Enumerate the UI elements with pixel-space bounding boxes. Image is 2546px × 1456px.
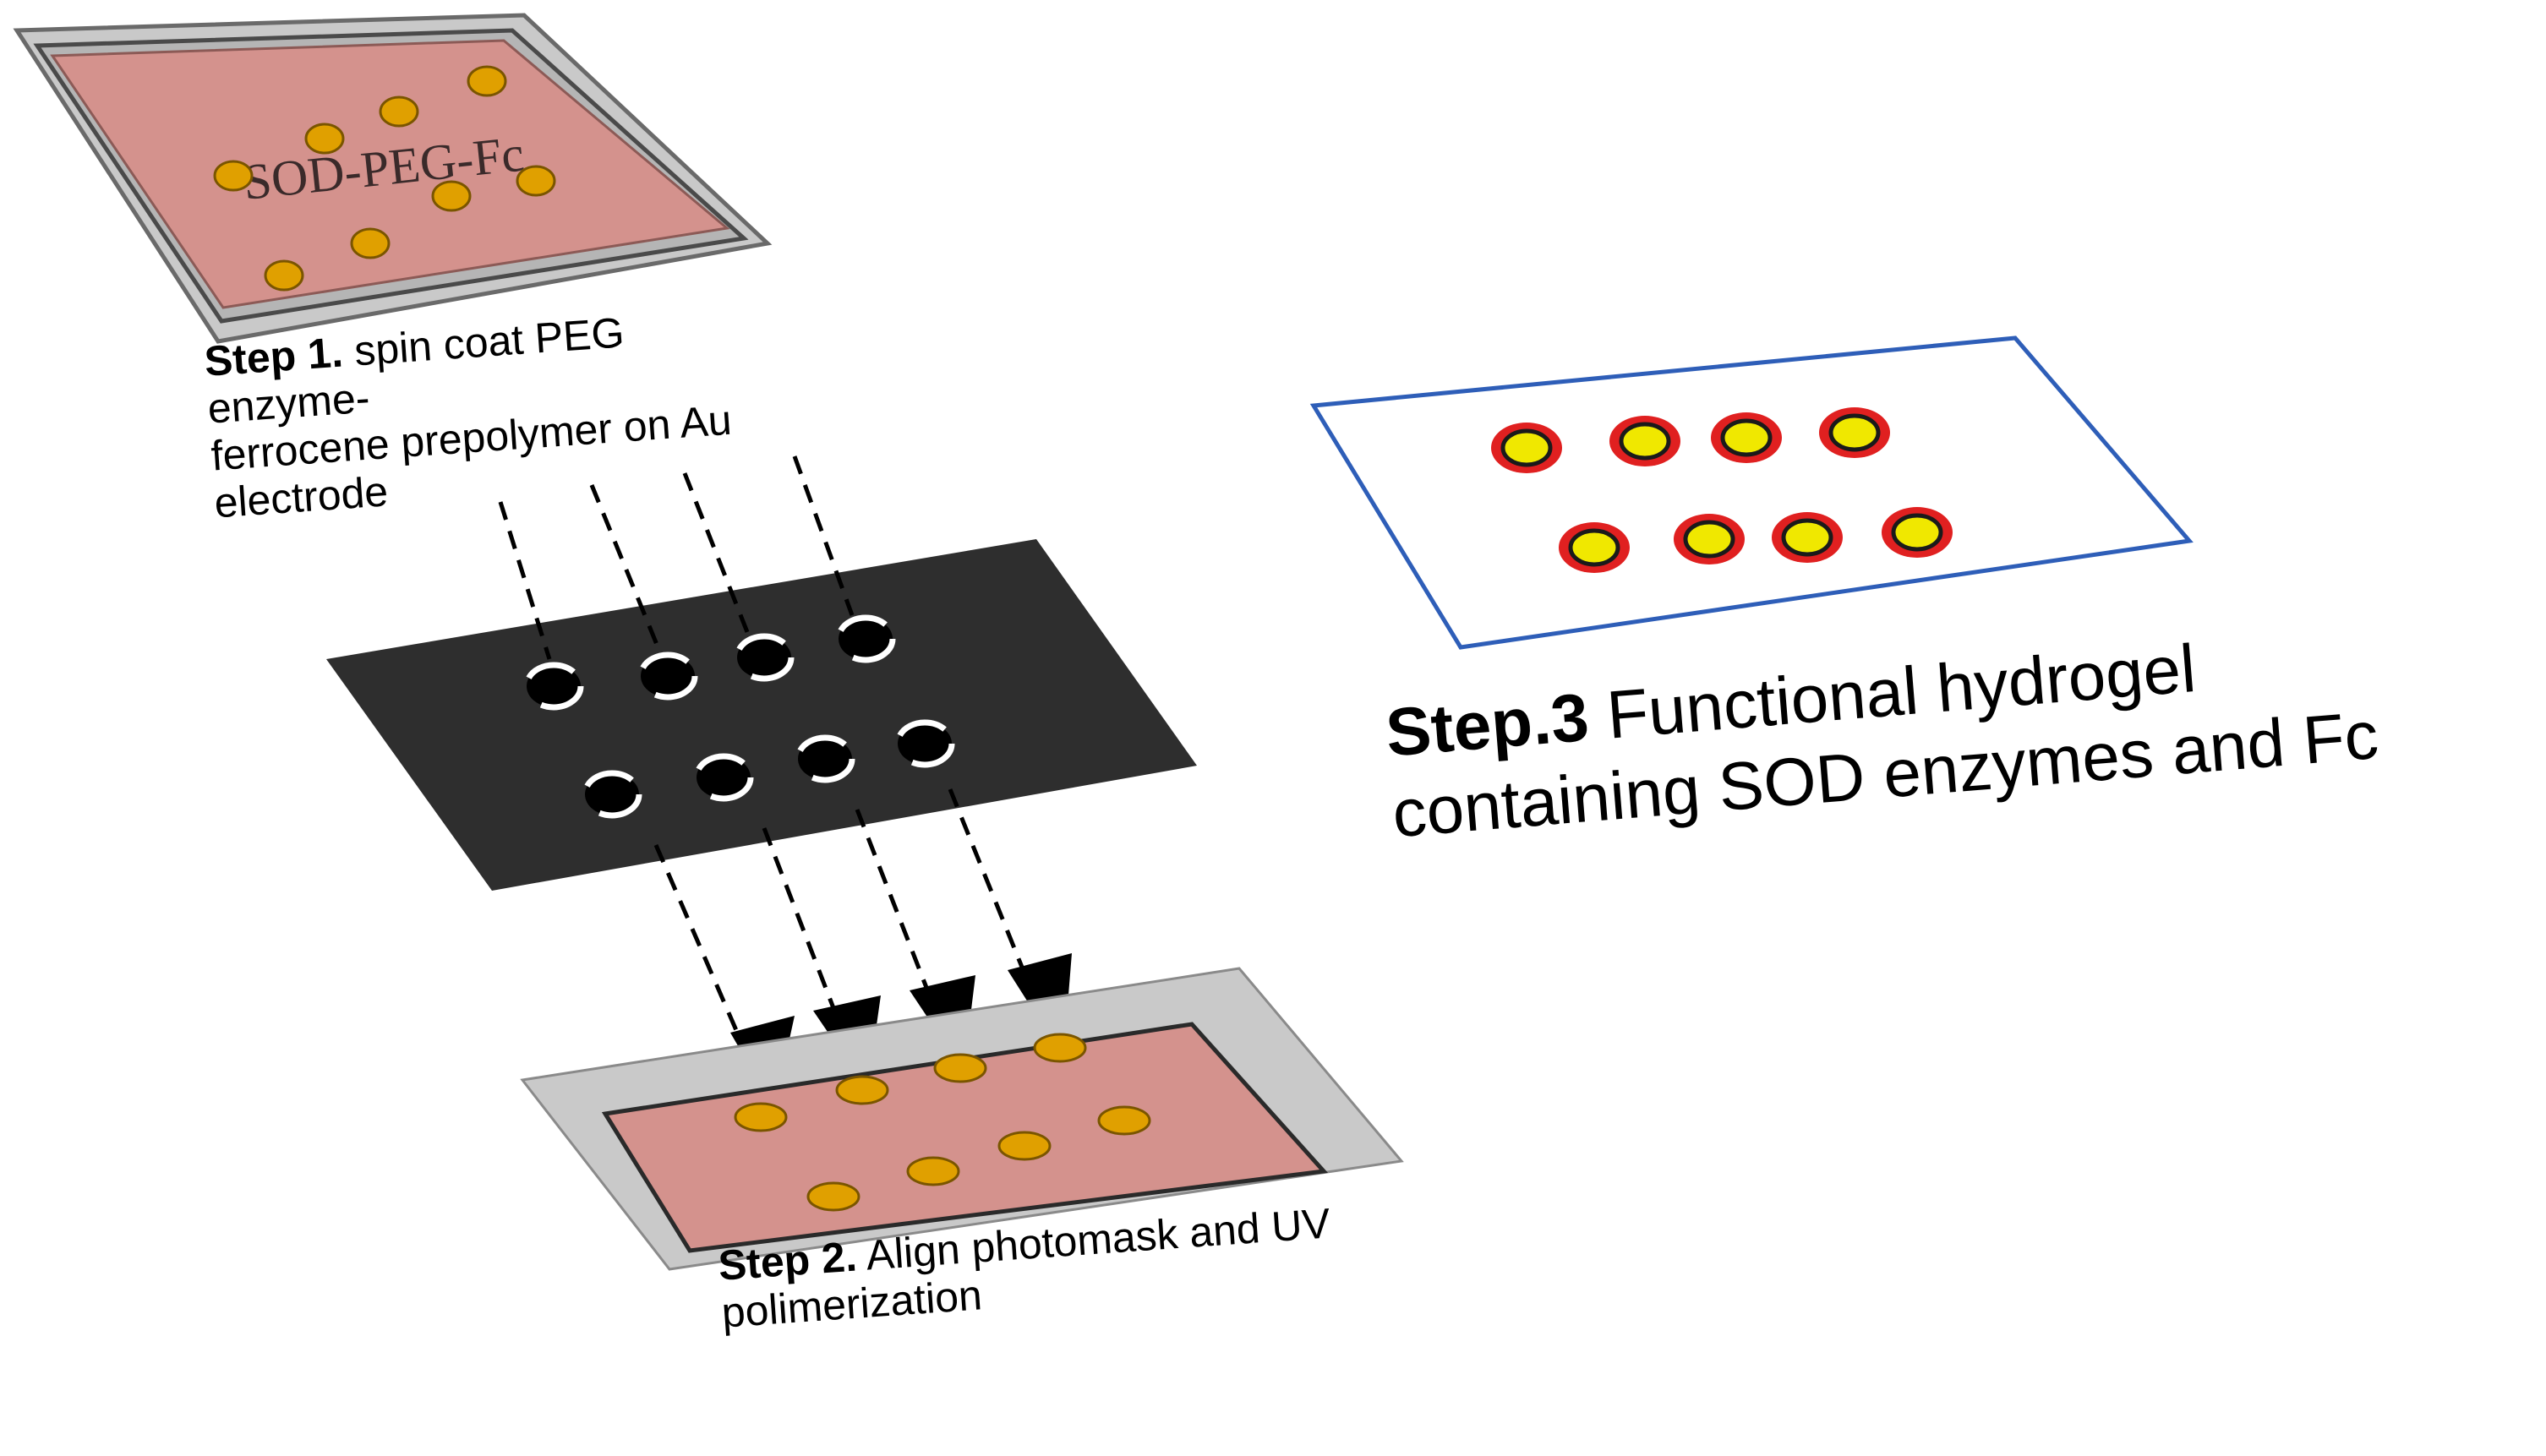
step1-dots <box>213 65 556 292</box>
uv-arrow <box>498 501 552 660</box>
step1-gel-layer <box>50 39 730 309</box>
step3-spot <box>1882 507 1953 558</box>
step2-dot <box>806 1181 861 1212</box>
step1-dot <box>304 123 345 155</box>
step3-spot <box>1772 512 1843 563</box>
uv-arrows-upper <box>498 455 855 660</box>
step2-dot <box>734 1102 788 1132</box>
step3-spot <box>1491 423 1562 473</box>
photomask-holes <box>523 614 955 819</box>
step1-dot <box>264 259 304 292</box>
step2-dots <box>734 1033 1151 1212</box>
photomask-hole <box>795 734 855 783</box>
step3-spot <box>1559 522 1630 573</box>
step1-substrate: SOD-PEG-Fc <box>13 13 773 344</box>
photomask-hole <box>894 719 955 768</box>
photomask-plate <box>326 539 1197 891</box>
step2-dot <box>835 1075 889 1105</box>
step2-gel-layer <box>601 1022 1329 1253</box>
photomask-hole <box>693 753 754 802</box>
step1-dot <box>431 180 472 212</box>
step1-dot <box>379 95 419 128</box>
photomask-hole <box>734 633 795 682</box>
step2-dot <box>906 1156 960 1186</box>
photomask-hole <box>835 614 896 663</box>
step2-dot <box>1033 1033 1087 1063</box>
photomask <box>326 539 1197 891</box>
step3-title: Step.3 <box>1383 679 1592 771</box>
step2-dot <box>997 1131 1052 1161</box>
step3-spot <box>1609 416 1680 466</box>
step3-spots <box>1491 407 1953 573</box>
step3-hydrogel <box>1309 335 2194 650</box>
photomask-hole <box>637 652 698 701</box>
step1-dot <box>213 160 254 192</box>
step3-spot <box>1819 407 1890 458</box>
step1-dot <box>467 65 507 97</box>
photomask-hole <box>582 770 642 819</box>
photomask-hole <box>523 662 584 711</box>
step1-dot <box>516 165 556 197</box>
step3-spot <box>1711 412 1782 463</box>
step2-dot <box>1097 1105 1151 1136</box>
step1-dot <box>350 227 391 259</box>
step2-dot <box>933 1053 987 1083</box>
step1-caption: Step 1. spin coat PEG enzyme- ferrocene … <box>203 302 736 526</box>
step3-border <box>1309 335 2194 650</box>
step3-spot <box>1674 514 1745 564</box>
step2-substrate <box>520 967 1404 1271</box>
